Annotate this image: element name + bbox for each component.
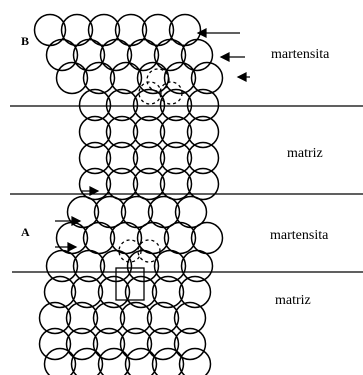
atom-circle <box>78 167 112 201</box>
atom-circle <box>173 327 207 361</box>
atom-circle <box>178 275 212 309</box>
atom-circle <box>186 167 220 201</box>
atom-circle <box>72 38 106 72</box>
arrow <box>55 216 82 226</box>
atom-circle <box>45 249 79 283</box>
atom-circle <box>97 275 131 309</box>
atom-circle <box>82 61 116 95</box>
atom-circle <box>97 347 131 375</box>
atom-circle <box>146 327 180 361</box>
atom-circle <box>180 249 214 283</box>
atom-circle <box>78 88 112 122</box>
atom-circle <box>132 167 166 201</box>
atom-circle <box>190 61 224 95</box>
arrow-head <box>219 52 230 62</box>
arrow <box>55 242 78 252</box>
atom-circle <box>153 249 187 283</box>
atom-circle <box>105 167 139 201</box>
atom-circle <box>153 38 187 72</box>
region-label-matriz-bottom: matriz <box>275 293 311 308</box>
arrow-head <box>89 186 100 196</box>
atom-circle <box>119 327 153 361</box>
arrow-head <box>236 72 247 82</box>
atom-circle <box>72 249 106 283</box>
region-label-martensita-bottom: martensita <box>270 228 329 243</box>
displacement-arrows <box>55 28 250 252</box>
atom-circle <box>65 327 99 361</box>
atom-circle <box>159 167 193 201</box>
atom-circle <box>159 115 193 149</box>
atom-circle <box>132 88 166 122</box>
dashed-atom-outline <box>138 81 162 105</box>
dashed-atom-outline <box>118 239 142 263</box>
atom-circle <box>178 347 212 375</box>
label-B: B <box>21 34 29 48</box>
atom-circle <box>109 61 143 95</box>
arrow-head <box>71 216 82 226</box>
atom-circle <box>65 301 99 335</box>
dashed-atom-outline <box>146 68 170 92</box>
atom-circle <box>38 327 72 361</box>
atom-circle <box>70 347 104 375</box>
atom-circle <box>119 301 153 335</box>
atom-circle <box>92 327 126 361</box>
unit-cell-box <box>115 267 145 301</box>
atom-circle <box>43 347 77 375</box>
dashed-atom-outlines <box>118 68 183 263</box>
atom-circle <box>45 38 79 72</box>
atom-circle <box>78 141 112 175</box>
atom-circle <box>186 115 220 149</box>
dashed-atom-outline <box>137 239 161 263</box>
atom-circle <box>163 61 197 95</box>
atom-circle <box>180 38 214 72</box>
arrow-head <box>67 242 78 252</box>
atom-circle <box>173 301 207 335</box>
atom-circle <box>126 38 160 72</box>
atom-circle <box>159 141 193 175</box>
atom-circle <box>151 347 185 375</box>
region-label-matriz-middle: matriz <box>287 146 323 161</box>
atom-circle <box>38 301 72 335</box>
atom-circle <box>186 88 220 122</box>
atom-circle <box>105 141 139 175</box>
atom-circle <box>151 275 185 309</box>
region-label-martensita-top: martensita <box>271 47 330 62</box>
atom-circle <box>146 301 180 335</box>
arrow <box>236 72 250 82</box>
arrow <box>219 52 245 62</box>
atom-circle <box>43 275 77 309</box>
label-A: A <box>21 225 30 239</box>
atom-circle <box>159 88 193 122</box>
dashed-atom-outline <box>159 81 183 105</box>
atom-circle <box>124 275 158 309</box>
atom-circle <box>55 61 89 95</box>
atom-circle <box>126 249 160 283</box>
atom-circle <box>78 115 112 149</box>
atom-circles-group <box>33 13 224 375</box>
atom-circle <box>70 275 104 309</box>
atom-circle <box>105 88 139 122</box>
arrow <box>196 28 240 38</box>
atom-circle <box>124 347 158 375</box>
region-boundary-lines <box>10 105 363 273</box>
arrow-head <box>196 28 207 38</box>
arrow <box>82 186 100 196</box>
atom-circle <box>132 115 166 149</box>
atom-circle <box>186 141 220 175</box>
atom-circle <box>92 301 126 335</box>
atom-circle <box>132 141 166 175</box>
atom-circle <box>99 38 133 72</box>
atom-circle <box>105 115 139 149</box>
